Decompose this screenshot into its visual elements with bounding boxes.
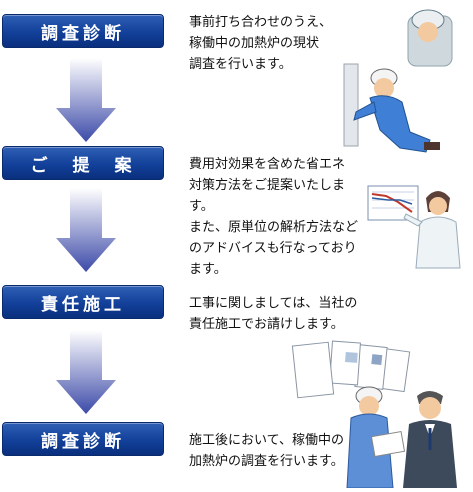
step1-description: 事前打ち合わせのうえ、 稼働中の加熱炉の現状 調査を行います。 [189,15,333,72]
down-arrow-2-icon [56,188,116,272]
step2-label-text: ご 提 案 [30,155,136,176]
down-arrow-3-icon [56,330,116,414]
step3-label: 責任施工 [2,285,164,319]
step2-description: 費用対効果を含めた省エネ 対策方法をご提案いたしま す。 また、原単位の解析方法… [189,157,359,277]
step4-label-text: 調査診断 [41,431,125,452]
step3-label-text: 責任施工 [41,294,125,315]
step4-description: 施工後において、稼働中の 加熱炉の調査を行います。 [189,433,344,469]
step1-label-text: 調査診断 [41,23,125,44]
step2-label: ご 提 案 [2,146,164,180]
step1-label: 調査診断 [2,14,164,48]
worker-inspecting-icon [343,9,453,153]
down-arrow-1-icon [56,58,116,142]
consultant-chart-icon [367,185,461,269]
step4-label: 調査診断 [2,422,164,456]
step3-description: 工事に関しましては、当社の 責任施工でお請けします。 [189,296,358,332]
report-documents-icon [291,340,457,488]
